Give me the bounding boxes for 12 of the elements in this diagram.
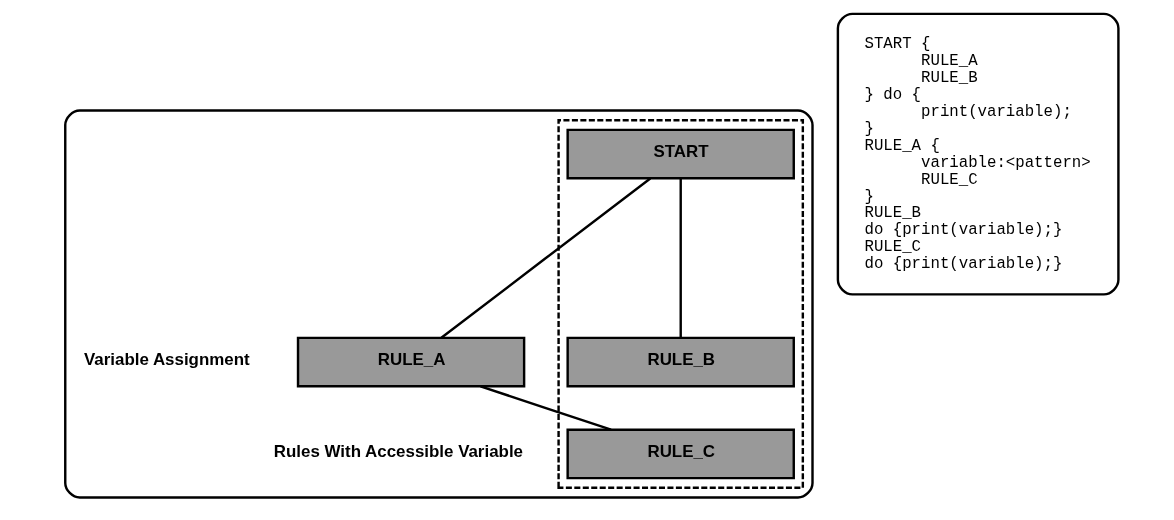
node-box: START { RULE_A RULE_B } do { print(variable); } RULE_A { variable:<pattern> RULE_C } RULE_B do {print(variable);} RULE_C do {print(variable);}	[836, 12, 1120, 296]
connector	[440, 177, 652, 339]
connector	[480, 384, 612, 431]
cluster	[557, 118, 805, 489]
node-box: RULE_A	[296, 336, 526, 387]
node-box: RULE_B	[566, 336, 795, 387]
label: Rules With Accessible Variable	[273, 441, 524, 461]
node-box: START	[566, 128, 795, 179]
connector	[679, 178, 682, 338]
node-box: RULE_C	[566, 428, 795, 479]
label: Variable Assignment	[84, 349, 250, 369]
cluster	[64, 108, 814, 499]
